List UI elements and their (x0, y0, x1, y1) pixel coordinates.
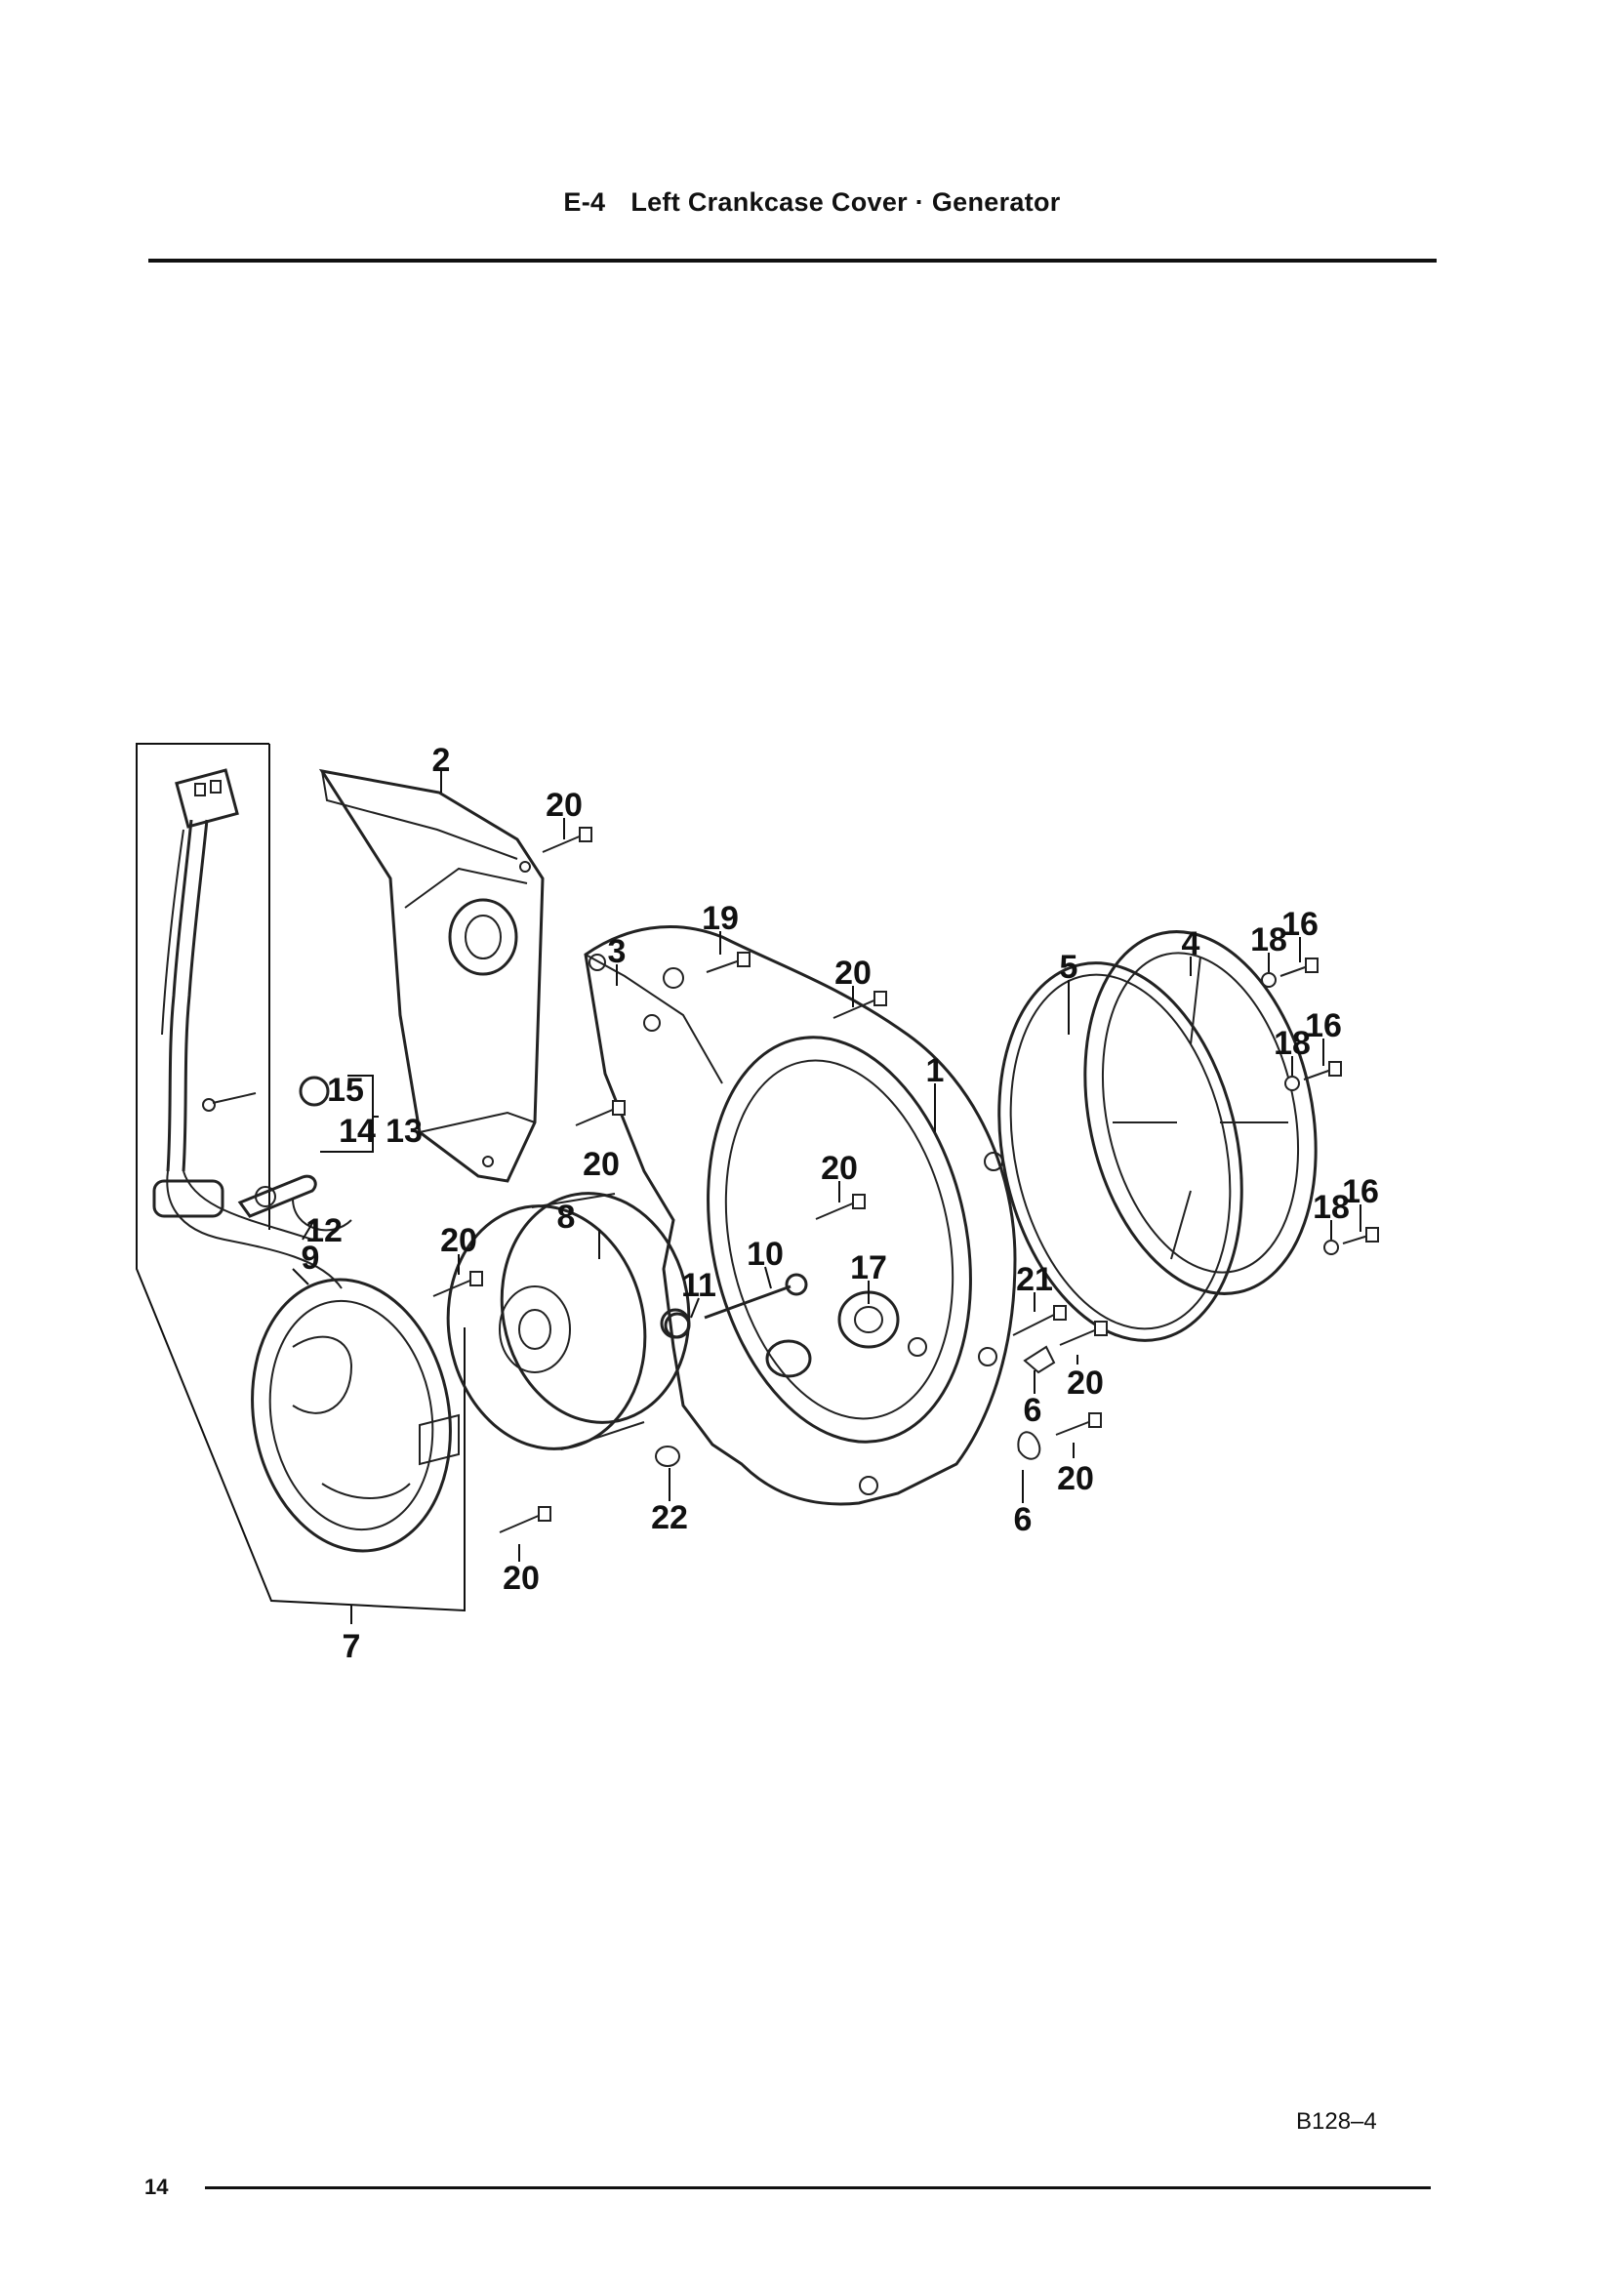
callout-20-g: 20 (1067, 1365, 1104, 1402)
callout-20-top: 20 (546, 787, 583, 824)
callout-18-b: 18 (1274, 1025, 1311, 1062)
screw-16-a (1261, 958, 1319, 988)
footer-rule (205, 2186, 1431, 2189)
screw-21 (1012, 1305, 1067, 1336)
flywheel-rotor-part (446, 1192, 691, 1450)
callout-8: 8 (557, 1199, 576, 1236)
gasket-cap-parts (997, 930, 1318, 1342)
callout-7: 7 (343, 1628, 361, 1665)
page-number: 14 (144, 2175, 169, 2199)
callout-15: 15 (327, 1072, 364, 1109)
inner-cover-part (318, 768, 545, 1183)
callout-13: 13 (386, 1113, 423, 1150)
callout-3: 3 (608, 933, 627, 970)
crankcase-cover-part (584, 925, 1017, 1506)
callout-16-b: 16 (1305, 1007, 1342, 1044)
callout-14: 14 (339, 1113, 376, 1150)
callout-21: 21 (1016, 1261, 1053, 1298)
callout-5: 5 (1060, 949, 1078, 986)
screw-20-top (542, 827, 592, 853)
screw-20-f (499, 1506, 551, 1533)
callout-9: 9 (302, 1240, 320, 1277)
screw-20-e (432, 1271, 483, 1297)
callout-20-d: 20 (821, 1150, 858, 1187)
callout-19: 19 (702, 900, 739, 937)
screw-20-d (815, 1194, 866, 1220)
callout-12: 12 (305, 1212, 343, 1249)
callout-6-a: 6 (1024, 1392, 1042, 1429)
screws (432, 827, 1379, 1533)
callout-11: 11 (681, 1267, 716, 1304)
screw-20-h (1055, 1412, 1102, 1436)
screw-16-c (1323, 1227, 1379, 1255)
section-code: E-4 (563, 187, 606, 217)
screw-19 (706, 952, 751, 973)
callout-20-f: 20 (503, 1560, 540, 1597)
callout-17: 17 (850, 1249, 887, 1286)
callout-20-h: 20 (1057, 1460, 1094, 1497)
screw-20-c (575, 1100, 626, 1126)
callout-20-c: 20 (583, 1146, 620, 1183)
callout-1: 1 (926, 1052, 945, 1089)
screw-16-b (1284, 1061, 1342, 1091)
callout-18-a: 18 (1250, 921, 1287, 958)
callout-16-c: 16 (1342, 1173, 1379, 1210)
callout-20-b: 20 (834, 955, 872, 992)
callout-labels: 2 20 19 3 20 1 5 4 18 16 18 16 18 16 15 … (302, 742, 1379, 1665)
clip-grommet-parts (202, 1075, 379, 1232)
callout-10: 10 (747, 1236, 784, 1273)
reference-code: B128–4 (1296, 2108, 1377, 2135)
callout-16-a: 16 (1281, 906, 1319, 943)
screw-20-b (832, 991, 887, 1019)
callout-4: 4 (1182, 925, 1200, 962)
small-hardware-parts (655, 1273, 1056, 1467)
stator-part (251, 1278, 460, 1553)
harness-frame (136, 743, 466, 1612)
leader-lines (292, 771, 1361, 1624)
section-title: Left Crankcase Cover · Generator (630, 187, 1061, 217)
screw-20-g (1059, 1321, 1108, 1346)
callout-20-e: 20 (440, 1222, 477, 1259)
header-rule (148, 259, 1437, 263)
callout-6-b: 6 (1014, 1501, 1033, 1538)
callout-22: 22 (651, 1499, 688, 1536)
callout-18-c: 18 (1313, 1189, 1350, 1226)
wiring-harness-part (152, 768, 343, 1289)
callout-2: 2 (432, 742, 451, 779)
page-title: E-4 Left Crankcase Cover · Generator (0, 187, 1624, 218)
